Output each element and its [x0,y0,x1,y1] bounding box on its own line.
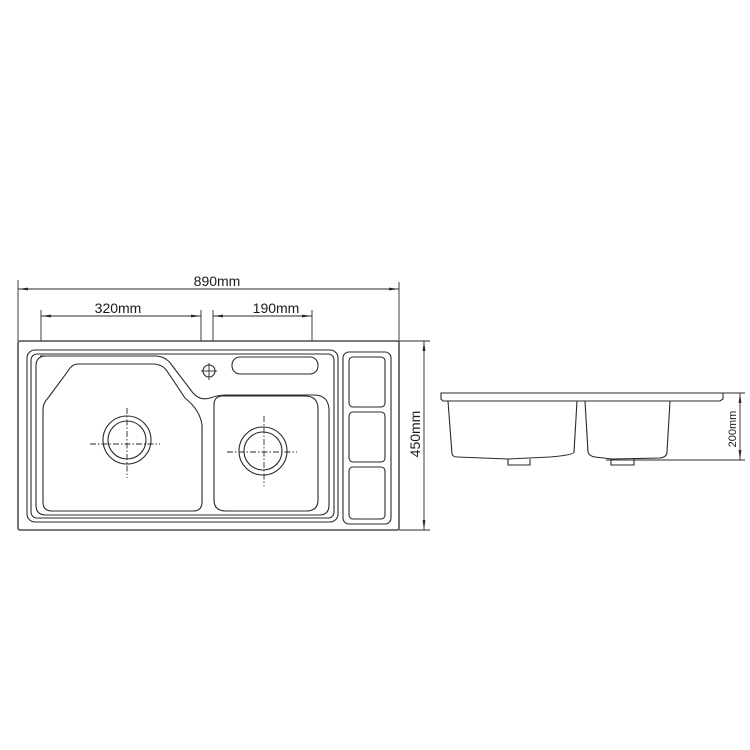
overall-width-label: 890mm [194,273,241,289]
dimension-bowl-height: 200mm [606,392,745,461]
sink-outer-outline [17,340,400,531]
side-right-drain [610,459,635,466]
compartment-2 [348,411,386,463]
side-left-basin [447,400,578,460]
right-bowl [213,395,319,512]
dimension-right-bowl-width: 190mm [212,300,313,341]
side-rim [440,392,724,402]
top-view [17,340,400,531]
side-right-basin [584,400,671,460]
overall-depth-label: 450mm [407,411,423,458]
dimension-overall-width: 890mm [17,273,400,341]
dimension-left-bowl-width: 320mm [40,300,202,341]
right-bowl-width-label: 190mm [253,300,300,316]
left-bowl-rim [35,355,330,516]
left-drain [90,408,160,478]
left-bowl [42,363,203,512]
side-view [440,392,724,466]
side-left-drain [507,459,531,466]
faucet-hole-icon [201,363,217,380]
main-deck-recess [26,349,339,523]
left-bowl-width-label: 320mm [95,300,142,316]
compartment-3 [348,466,386,520]
bowl-height-label: 200mm [727,411,739,448]
side-compartment-tray [342,351,392,525]
soap-slot [231,356,319,375]
dimension-overall-depth: 450mm [399,340,430,531]
right-drain [227,416,297,486]
compartment-1 [348,356,386,408]
